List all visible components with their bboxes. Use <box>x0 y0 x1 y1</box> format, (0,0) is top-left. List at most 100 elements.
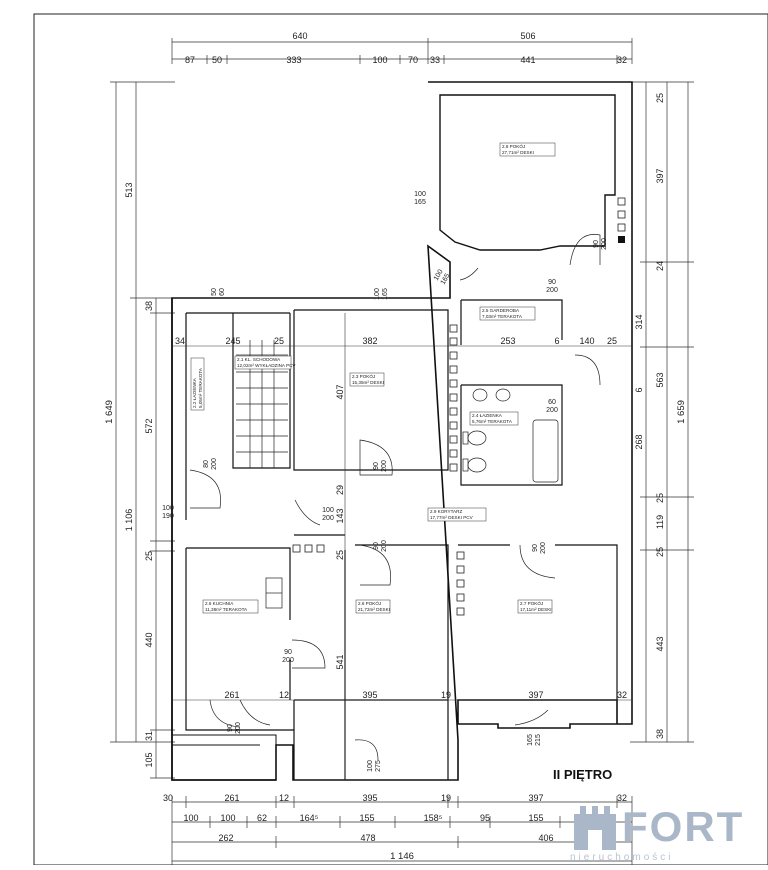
top-total-right: 506 <box>520 31 535 41</box>
inner-dim: 541 <box>335 654 345 669</box>
room-name: 2.7 POKÓJ <box>520 600 543 606</box>
opening-label: 90200 <box>593 238 608 250</box>
top-seg: 100 <box>372 55 387 65</box>
room-label: 2.6 KUCHNIA 11,38m² TERAKOTA <box>202 599 259 614</box>
inner-dim: 143 <box>335 508 345 523</box>
room-area: 21,72m² DESKI <box>358 607 390 612</box>
bottom-dim: 164⁵ <box>300 813 319 823</box>
bottom-dim: 397 <box>528 793 543 803</box>
brand-tagline: nieruchomości <box>570 852 674 863</box>
room-area: 17,11m² DESKI <box>520 607 552 612</box>
right-dim: 25 <box>655 493 665 503</box>
room-name: 2.6 POKÓJ <box>358 600 381 606</box>
ventilation-ducts <box>292 197 626 616</box>
right-dim: 119 <box>655 515 665 529</box>
room-label: 2.5 GARDEROBA 7,03m² TERAKOTA <box>479 306 536 321</box>
right-dim: 563 <box>655 372 665 387</box>
inner-dim: 261 <box>224 690 239 700</box>
opening-label: 165215 <box>527 734 542 746</box>
bottom-dim: 155 <box>359 813 374 823</box>
inner-dim: 245 <box>225 336 240 346</box>
top-total-left: 640 <box>292 31 307 41</box>
room-area: 7,03m² TERAKOTA <box>482 314 523 319</box>
room-label: 2.8 POKÓJ 27,71m² DESKI <box>499 142 556 157</box>
room-label: 2.6 POKÓJ 21,72m² DESKI <box>355 599 391 614</box>
top-dimension-lines <box>171 38 633 64</box>
top-seg: 333 <box>286 55 301 65</box>
bottom-dim: 100 <box>183 813 198 823</box>
room-area: 5,76m² TERAKOTA <box>472 419 513 424</box>
right-dim: 397 <box>655 168 665 183</box>
room-name: 2.3 POKÓJ <box>352 373 375 379</box>
right-dim: 6 <box>634 387 644 392</box>
bottom-total: 1 146 <box>390 851 414 862</box>
room-label: 2.9 KORYTARZ 17,77m² DESKI PCV <box>427 507 487 522</box>
room-label: 2.2 ŁAZIENKA 5,05m² TERAKOTA <box>190 357 205 411</box>
inner-dim: 395 <box>362 690 377 700</box>
opening-label: 100165 <box>374 288 389 300</box>
opening-label: 80200 <box>203 458 218 470</box>
opening-label: 90200 <box>227 722 242 734</box>
room-label: 2.4 ŁAZIENKA 5,76m² TERAKOTA <box>469 411 519 426</box>
bottom-dim: 262 <box>218 833 233 843</box>
inner-dim: 12 <box>279 690 289 700</box>
inner-dim: 6 <box>554 336 559 346</box>
inner-dim: 407 <box>335 384 345 399</box>
bottom-dim: 261 <box>224 793 239 803</box>
room-name: 2.4 ŁAZIENKA <box>472 413 503 418</box>
bottom-dimension-lines <box>171 796 633 865</box>
top-seg: 50 <box>212 55 222 65</box>
bottom-dim: 95 <box>480 813 490 823</box>
room-area: 27,71m² DESKI <box>502 150 534 155</box>
inner-dim: 253 <box>500 336 515 346</box>
left-dimension-lines <box>110 81 175 779</box>
bottom-dim: 62 <box>257 813 267 823</box>
room-name: 2.8 POKÓJ <box>502 143 525 149</box>
opening-label: 100165 <box>433 268 452 286</box>
opening-label: 90200 <box>532 542 547 554</box>
bottom-dim: 100 <box>220 813 235 823</box>
inner-dimension-lines <box>172 313 632 780</box>
walls <box>171 81 633 781</box>
left-dim: 513 <box>124 182 134 197</box>
bottom-dim: 19 <box>441 793 451 803</box>
room-label: 2.7 POKÓJ 17,11m² DESKI <box>517 599 553 614</box>
castle-icon <box>574 806 616 850</box>
room-area: 15,35m² DESKI <box>352 380 384 385</box>
inner-dim: 25 <box>274 336 284 346</box>
top-seg: 70 <box>408 55 418 65</box>
left-dim: 105 <box>144 752 154 767</box>
top-seg: 441 <box>520 55 535 65</box>
room-area: 11,38m² TERAKOTA <box>205 607 248 612</box>
inner-dim: 140 <box>579 336 594 346</box>
right-dim: 268 <box>634 434 644 449</box>
brand-logo: FORT nieruchomości <box>570 800 768 865</box>
left-dim: 38 <box>144 301 154 311</box>
opening-label: 90200 <box>373 460 388 472</box>
bottom-dim: 158⁵ <box>424 813 443 823</box>
bottom-dim: 12 <box>279 793 289 803</box>
left-dim: 25 <box>144 551 154 561</box>
left-total: 1 649 <box>104 400 115 424</box>
inner-dim: 32 <box>617 690 627 700</box>
left-dim: 572 <box>144 418 154 433</box>
opening-label: 5060 <box>211 288 226 296</box>
bottom-dim: 32 <box>617 793 627 803</box>
bottom-dim: 395 <box>362 793 377 803</box>
bottom-dim: 406 <box>538 833 553 843</box>
fixtures <box>265 388 559 609</box>
bottom-dim: 478 <box>360 833 375 843</box>
room-area: 12,02m² WYKŁADZINA PCV <box>237 363 296 368</box>
top-seg: 87 <box>185 55 195 65</box>
opening-label: 100275 <box>367 760 382 772</box>
right-total: 1 659 <box>676 400 687 424</box>
inner-dim: 397 <box>528 690 543 700</box>
room-name: 2.6 KUCHNIA <box>205 601 234 606</box>
top-seg: 33 <box>430 55 440 65</box>
room-label: 2.1 KL. SCHODOWA 12,02m² WYKŁADZINA PCV <box>234 355 296 370</box>
